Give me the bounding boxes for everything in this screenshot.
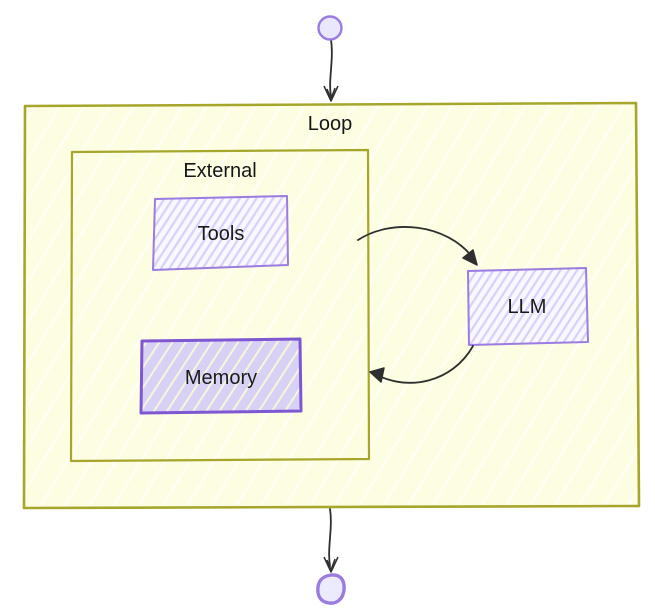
arrowhead-icon [323,556,339,573]
external-to-llm-line [357,226,475,260]
arrowhead-icon [326,558,336,571]
start-to-loop-line [329,39,333,97]
loop-label: Loop [308,113,353,135]
start-node-circle [317,15,343,41]
memory-label: Memory [185,367,257,389]
llm-node-border [467,267,589,346]
tools-node [152,195,289,271]
external-to-llm-edge [357,226,478,266]
memory-node-hatch [141,339,301,413]
llm-label: LLM [508,296,547,318]
loop-to-end-line [328,508,332,567]
loop-container-border [22,101,641,510]
tools-label: Tools [198,223,245,245]
start-node [317,15,343,41]
arrowhead-icon [369,367,385,383]
memory-node-border [139,337,303,415]
external-label: External [183,160,256,182]
end-node [316,573,346,605]
tools-node-hatch [153,196,288,270]
llm-to-external-edge [369,345,474,384]
loop-to-end-edge [323,508,339,573]
memory-node [139,337,303,415]
llm-node [467,267,589,346]
llm-node-hatch [468,268,588,345]
start-to-loop-edge [323,39,339,102]
end-node-circle [316,573,346,605]
external-container-border [69,148,371,463]
arrowhead-icon [462,249,478,266]
arrowhead-icon [323,85,339,102]
llm-to-external-line [376,345,474,384]
arrowhead-icon [326,87,336,100]
external-container [69,148,371,463]
tools-node-border [152,195,289,271]
